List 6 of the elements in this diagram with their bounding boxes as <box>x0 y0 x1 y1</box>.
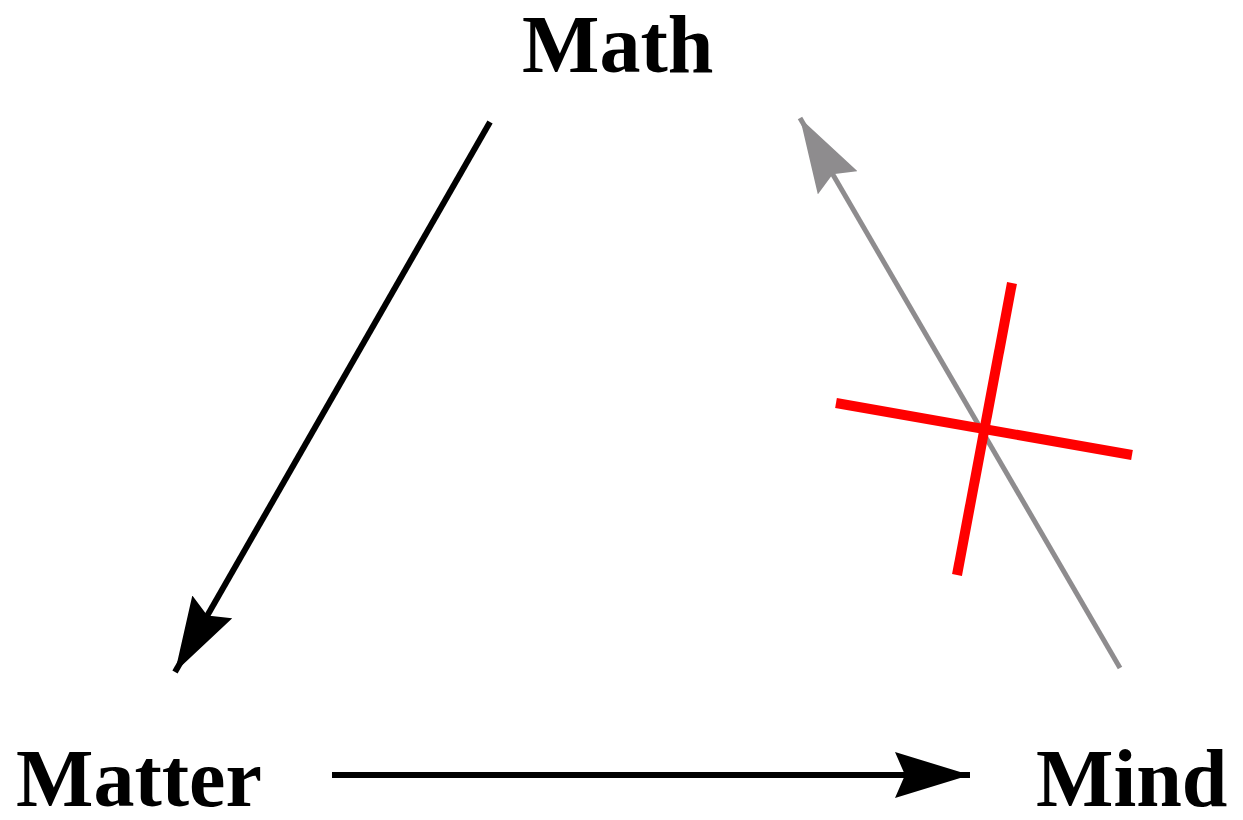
node-label: Math <box>522 4 714 86</box>
arrow <box>172 120 493 674</box>
arrow <box>797 116 1123 670</box>
arrow <box>332 752 970 798</box>
node-label: Mind <box>1036 738 1228 820</box>
node-label: Matter <box>16 738 262 820</box>
